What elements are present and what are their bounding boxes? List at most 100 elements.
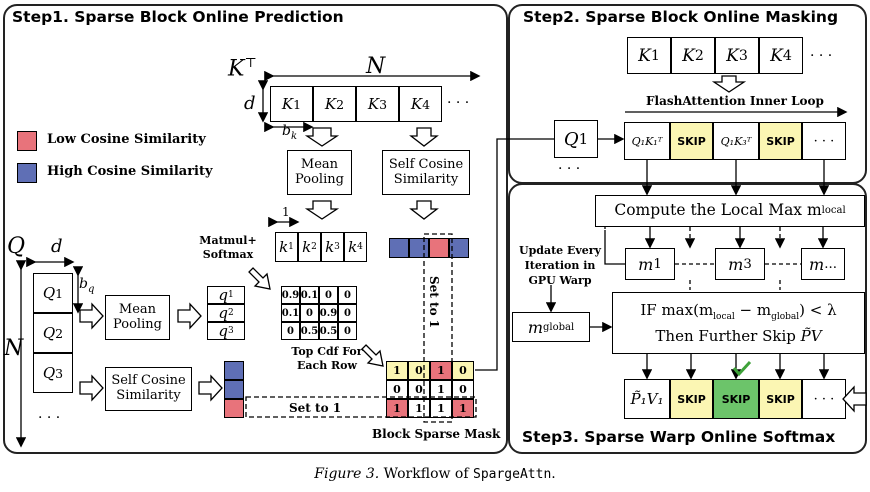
prob-cell: 0.1 [281,304,300,322]
q-to-selfcos-arrow [79,374,104,402]
step2-skip-cell: SKIP [670,122,713,160]
pv-cell: P̃₁V₁ [624,379,670,419]
mask-to-step2-line [475,138,554,371]
mean-pooling-top-box: Mean Pooling [287,150,352,195]
step2-title: Step2. Sparse Block Online Masking [523,8,839,26]
prob-cell: 0 [319,286,338,304]
prob-cell: 0.9 [319,304,338,322]
self-cosine-top-box: Self Cosine Similarity [382,150,470,195]
mask-cell: 0 [452,380,474,399]
selfcos-to-strip-left-arrow [198,374,223,402]
topcdf-arrow [361,344,384,367]
legend-low-swatch [17,131,37,151]
step3-input-arrow [842,385,867,413]
kt-to-selfcos-arrow [409,127,439,147]
matmul-softmax-label: Matmul+ Softmax [199,234,257,261]
mask-cell: 0 [386,380,408,399]
mlast-box: m... [801,248,845,280]
block-sparse-mask-label: Block Sparse Mask [372,427,501,441]
prob-cell: 0 [338,304,357,322]
cos-strip-top-3 [429,238,449,258]
kt-symbol: K⊤ [228,56,257,82]
top-cdf-label: Top Cdf For Each Row [291,345,363,373]
step1-title: Step1. Sparse Block Online Prediction [12,8,344,26]
q1-more: · · · [558,161,581,177]
meanpool-to-k-arrow [304,200,340,220]
q-more: · · · [38,410,61,426]
self-cosine-left-box: Self Cosine Similarity [105,367,192,411]
cos-strip-left-2 [224,380,244,399]
step2-qk3-cell: Q₁K₃ᵀ [713,122,759,160]
mask-cell: 1 [386,361,408,380]
prob-cell: 0 [300,304,319,322]
selfcos-to-strip-arrow [409,200,439,220]
step2-skip-cell: SKIP [759,122,802,160]
prob-cell: 0 [338,286,357,304]
step3-title: Step3. Sparse Warp Online Softmax [522,428,836,446]
cos-strip-left-1 [224,361,244,380]
prob-cell: 0.1 [300,286,319,304]
prob-cell: 0 [338,322,357,340]
legend-low-label: Low Cosine Similarity [47,132,206,147]
step2-qk1-cell: Q₁K₁ᵀ [624,122,670,160]
q-bq-label: bq [79,276,95,295]
mask-cell: 1 [430,380,452,399]
set-to-1-vertical-region [423,233,453,423]
q-symbol: Q [7,234,26,259]
update-loop-line [604,230,625,265]
cos-strip-left-3 [224,399,244,418]
step3-panel [508,183,867,454]
kt-d-label: d [244,93,256,114]
cos-strip-top-1 [389,238,409,258]
prob-cell: 0.9 [281,286,300,304]
check-icon [732,360,752,377]
then-skip-text: Then Further Skip P̃V [655,326,822,345]
set-to-1-horizontal: Set to 1 [289,401,342,415]
prob-cell: 0.5 [319,322,338,340]
set-to-1-horizontal-region [245,396,477,418]
meanpool-to-q-arrow [177,302,202,330]
mask-cell: 1 [452,399,474,418]
if-condition-text: IF max(mlocal − mglobal) < λ [640,300,837,322]
legend-high-swatch [17,163,37,183]
cos-strip-top-4 [449,238,469,258]
set-to-1-vertical: Set to 1 [427,276,441,329]
flash-loop-label: FlashAttention Inner Loop [646,94,824,108]
prob-cell: 0.5 [300,322,319,340]
pv-more-cell: · · · [802,379,846,419]
q-to-meanpool-arrow [79,302,104,330]
figure-caption: Figure 3. Workflow of SpargeAttn. [314,466,556,482]
one-label: 1 [282,205,290,219]
step2-more-cell: · · · [802,122,846,160]
step2-keys-more: · · · [810,48,833,64]
q-d-label: d [51,236,63,257]
prob-cell: 0 [281,322,300,340]
kt-more: · · · [447,95,470,111]
mean-pooling-left-box: Mean Pooling [105,295,170,340]
pv-skip-cell: SKIP [670,379,713,419]
